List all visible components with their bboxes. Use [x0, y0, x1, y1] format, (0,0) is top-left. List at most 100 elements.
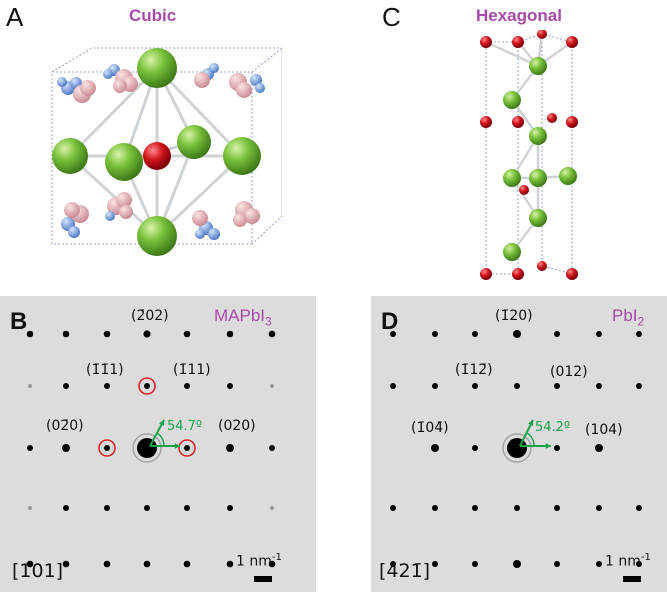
highlighted-spot-ring [178, 439, 196, 457]
diffraction-spot [104, 445, 110, 451]
diffraction-spot [144, 383, 150, 389]
diffraction-spot [227, 383, 233, 389]
diffraction-spot [636, 561, 642, 567]
diffraction-spot [390, 331, 396, 337]
panel-d-scale-label: 1 nm-1 [605, 552, 651, 570]
diffraction-spot [432, 561, 438, 567]
diffraction-spot [472, 331, 478, 337]
diffraction-spot [268, 330, 276, 338]
panel-d-material-sub: 2 [637, 314, 645, 329]
panel-b-zone-axis: [101] [12, 560, 64, 582]
diffraction-spot [62, 444, 70, 452]
diffraction-spot [595, 444, 603, 452]
panel-c-letter: C [382, 2, 401, 32]
diffraction-spot [514, 505, 520, 511]
diffraction-spot [62, 330, 70, 338]
diffraction-spot [554, 561, 560, 567]
panel-d-zone-axis: [421̄] [379, 560, 431, 582]
diffraction-spot [554, 331, 560, 337]
diffraction-spot [183, 560, 191, 568]
angle-vector-arrow-head [545, 443, 551, 449]
diffraction-spot [104, 383, 110, 389]
diffraction-spot [431, 444, 439, 452]
diffraction-spot [26, 560, 34, 568]
panel-b-diffraction-spots [26, 330, 276, 568]
diffraction-spot [432, 505, 438, 511]
panel-b-label-111: (1̄11) [173, 362, 211, 378]
panel-d-diffraction: D PbI2 (1̄20) (1̄12̄) (012) (1̄04̄) (104… [371, 296, 667, 592]
diffraction-spot [26, 330, 34, 338]
panel-d-letter: D [381, 308, 399, 335]
panel-b-material: MAPbI3 [214, 306, 272, 328]
diffraction-spot [432, 383, 438, 389]
diffraction-spot [270, 506, 274, 510]
diffraction-spot [390, 561, 396, 567]
panel-b-scale-text: 1 nm [236, 553, 272, 570]
panel-d-angle: 54.2º [535, 420, 571, 435]
hexagonal-structure-illustration [480, 30, 578, 280]
transmitted-beam-halo [502, 433, 532, 463]
diffraction-spot [28, 384, 32, 388]
panel-b-label-020bar: (02̄0) [46, 418, 84, 434]
panel-b-scale-label: 1 nm-1 [236, 552, 282, 570]
diffraction-spot [226, 330, 234, 338]
panel-b-label-020: (020) [218, 418, 256, 434]
cubic-structure-illustration [51, 47, 282, 256]
panel-d-scale-sup: -1 [640, 552, 651, 563]
diffraction-spot [472, 383, 478, 389]
panel-d-scale-text: 1 nm [605, 553, 641, 570]
diffraction-spot [268, 560, 276, 568]
transmitted-beam-halo [132, 433, 162, 463]
diffraction-spot [596, 561, 602, 567]
diffraction-spot [63, 505, 69, 511]
diffraction-spot [62, 560, 70, 568]
panel-b-letter: B [10, 308, 28, 335]
diffraction-spot [103, 330, 111, 338]
diffraction-spot [226, 444, 234, 452]
diffraction-spot [636, 383, 642, 389]
panel-d-material-name: PbI [612, 306, 638, 325]
diffraction-spot [432, 331, 438, 337]
diffraction-spot [513, 330, 521, 338]
diffraction-spot [636, 331, 642, 337]
angle-vector-arrow-head [174, 443, 180, 449]
diffraction-spot [227, 505, 233, 511]
diffraction-spot [143, 560, 151, 568]
diffraction-spot [63, 383, 69, 389]
panel-b-label-202bar: (2̄02) [131, 308, 169, 324]
diffraction-spot [226, 560, 234, 568]
angle-vector-arrow-head [528, 420, 534, 426]
panel-b-material-name: MAPbI [214, 306, 266, 325]
diffraction-spot [554, 383, 560, 389]
diffraction-spot [269, 445, 275, 451]
highlighted-spot-ring [98, 439, 116, 457]
diffraction-spot [514, 383, 520, 389]
angle-arc [526, 432, 535, 447]
diffraction-spot [596, 505, 602, 511]
panel-b-diffraction: B MAPbI3 (2̄02) (1̄1̄1) (1̄11) (02̄0) (0… [0, 296, 316, 592]
panel-b-angle: 54.7º [167, 419, 203, 434]
diffraction-spot [596, 383, 602, 389]
diffraction-spot [554, 445, 560, 451]
diffraction-spot [143, 330, 151, 338]
diffraction-spot [472, 445, 478, 451]
diffraction-spot [104, 505, 110, 511]
panel-b-scale-sup: -1 [271, 552, 282, 563]
panel-d-diffraction-spots [390, 330, 642, 568]
transmitted-beam [137, 438, 157, 458]
diffraction-spot [596, 331, 602, 337]
panel-a-title: Cubic [129, 6, 177, 25]
diffraction-spot [554, 505, 560, 511]
diffraction-spot [513, 560, 521, 568]
highlighted-spot-ring [138, 377, 156, 395]
panel-a-letter: A [6, 2, 24, 32]
diffraction-spot [472, 561, 478, 567]
diffraction-spot [184, 383, 190, 389]
diffraction-spot [183, 330, 191, 338]
angle-vector-arrow-head [158, 420, 165, 426]
panel-d-label-104bar: (1̄04̄) [411, 420, 449, 436]
panel-d-scale-bar [623, 576, 641, 582]
diffraction-spot [184, 445, 190, 451]
diffraction-spot [636, 505, 642, 511]
panel-b-material-sub: 3 [265, 314, 272, 329]
